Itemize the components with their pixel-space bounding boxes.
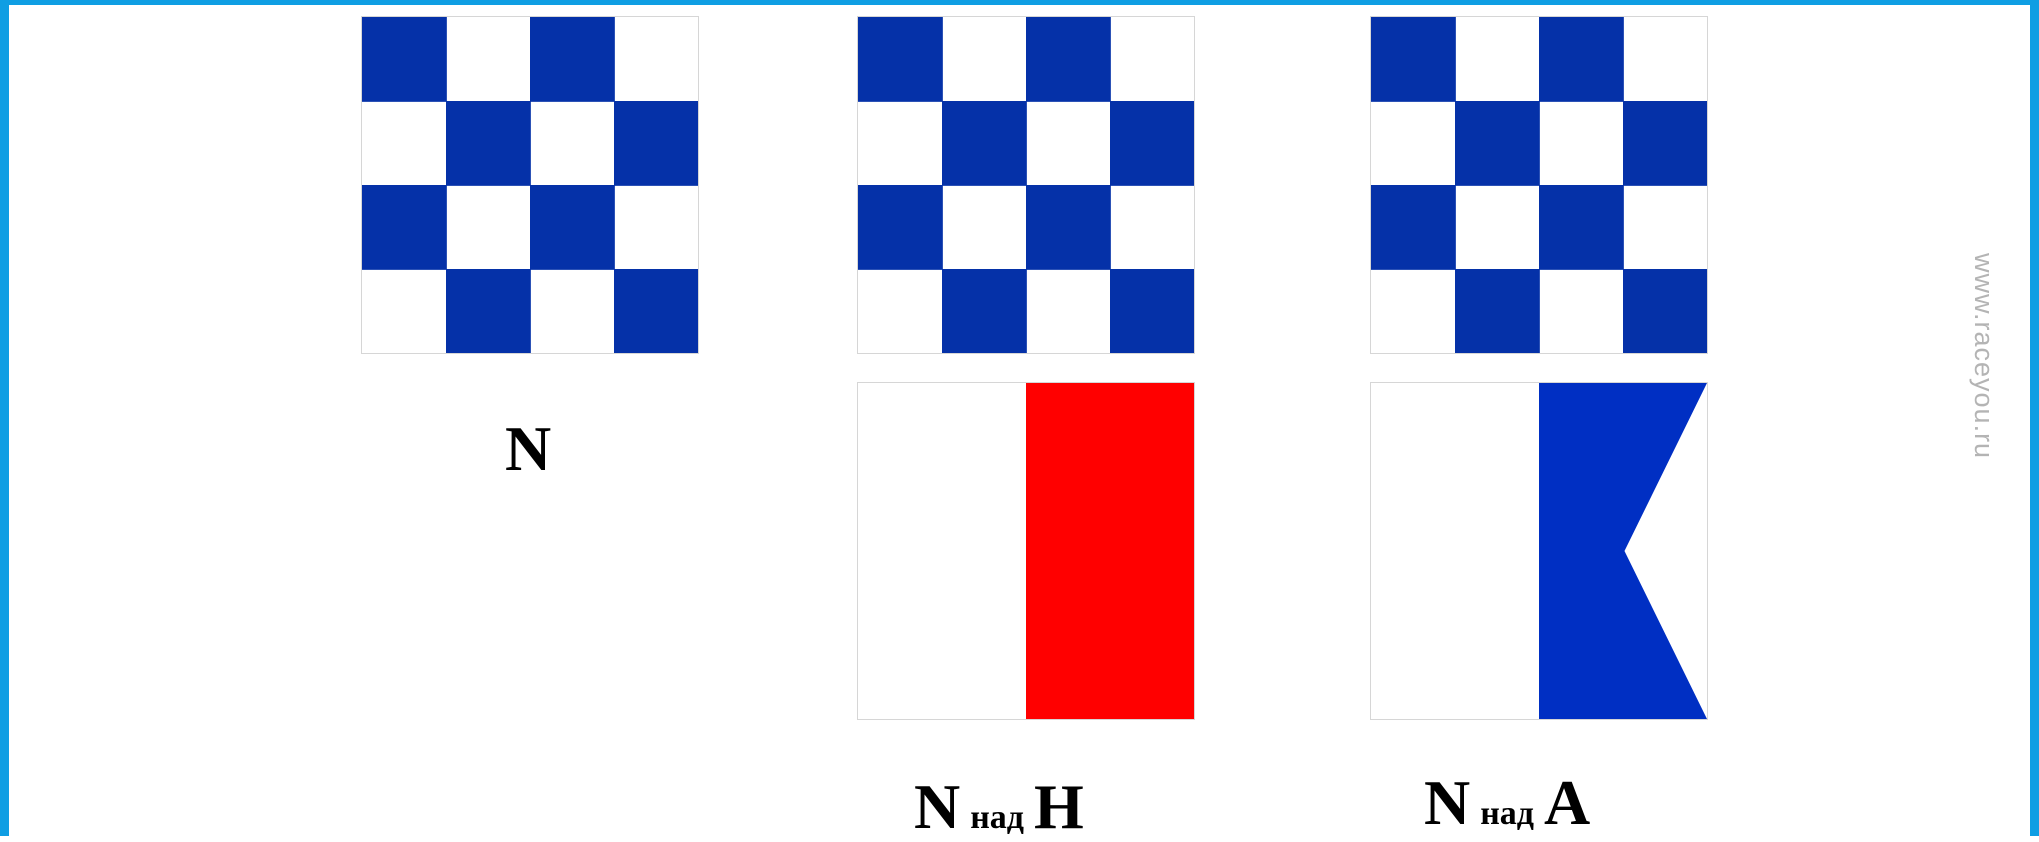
checker-blue-square	[614, 269, 698, 353]
checker-blue-square	[446, 101, 531, 186]
caption-n-over-h-connector: над	[970, 799, 1025, 836]
flag-n-icon-top-pair-a	[1370, 16, 1708, 354]
checker-blue-square	[1110, 269, 1194, 353]
checker-blue-square	[1371, 17, 1456, 102]
flag-a-blue-swallowtail	[1539, 383, 1707, 719]
checker-blue-square	[1110, 101, 1194, 186]
checker-blue-square	[1026, 17, 1111, 102]
caption-n-over-h-top: N	[914, 771, 961, 842]
checker-blue-square	[614, 101, 698, 186]
checker-blue-square	[362, 17, 447, 102]
checkered-n-graphic	[858, 17, 1194, 353]
checker-blue-square	[1539, 185, 1624, 270]
flag-n-icon-top-pair-h	[857, 16, 1195, 354]
checker-blue-square	[858, 17, 943, 102]
caption-n-over-a-top: N	[1424, 767, 1471, 838]
checker-blue-square	[530, 185, 615, 270]
checker-blue-square	[858, 185, 943, 270]
checker-squares	[1371, 17, 1707, 353]
checker-blue-square	[942, 269, 1027, 353]
checkered-n-graphic	[362, 17, 698, 353]
flag-h-graphic	[1026, 383, 1194, 719]
caption-n-letter: N	[505, 413, 552, 484]
caption-n: N	[505, 417, 551, 481]
flag-h-icon	[857, 382, 1195, 720]
checker-blue-square	[362, 185, 447, 270]
checkered-n-graphic	[1371, 17, 1707, 353]
checker-blue-square	[1455, 101, 1540, 186]
checker-blue-square	[1539, 17, 1624, 102]
caption-n-over-a-bottom: A	[1544, 767, 1591, 838]
checker-blue-square	[530, 17, 615, 102]
caption-n-over-a-connector: над	[1480, 795, 1535, 832]
checker-squares	[858, 17, 1194, 353]
flag-a-icon	[1370, 382, 1708, 720]
checker-blue-square	[1623, 269, 1707, 353]
flag-a-graphic	[1539, 383, 1707, 719]
flag-n-icon	[361, 16, 699, 354]
checker-blue-square	[942, 101, 1027, 186]
checker-blue-square	[1371, 185, 1456, 270]
checker-blue-square	[446, 269, 531, 353]
watermark-text: www.raceyou.ru	[1969, 253, 1999, 460]
flag-h-red-half	[1026, 383, 1194, 719]
checker-blue-square	[1623, 101, 1707, 186]
caption-n-over-h-bottom: H	[1034, 771, 1084, 842]
checker-blue-square	[1026, 185, 1111, 270]
checker-blue-square	[1455, 269, 1540, 353]
checker-squares	[362, 17, 698, 353]
